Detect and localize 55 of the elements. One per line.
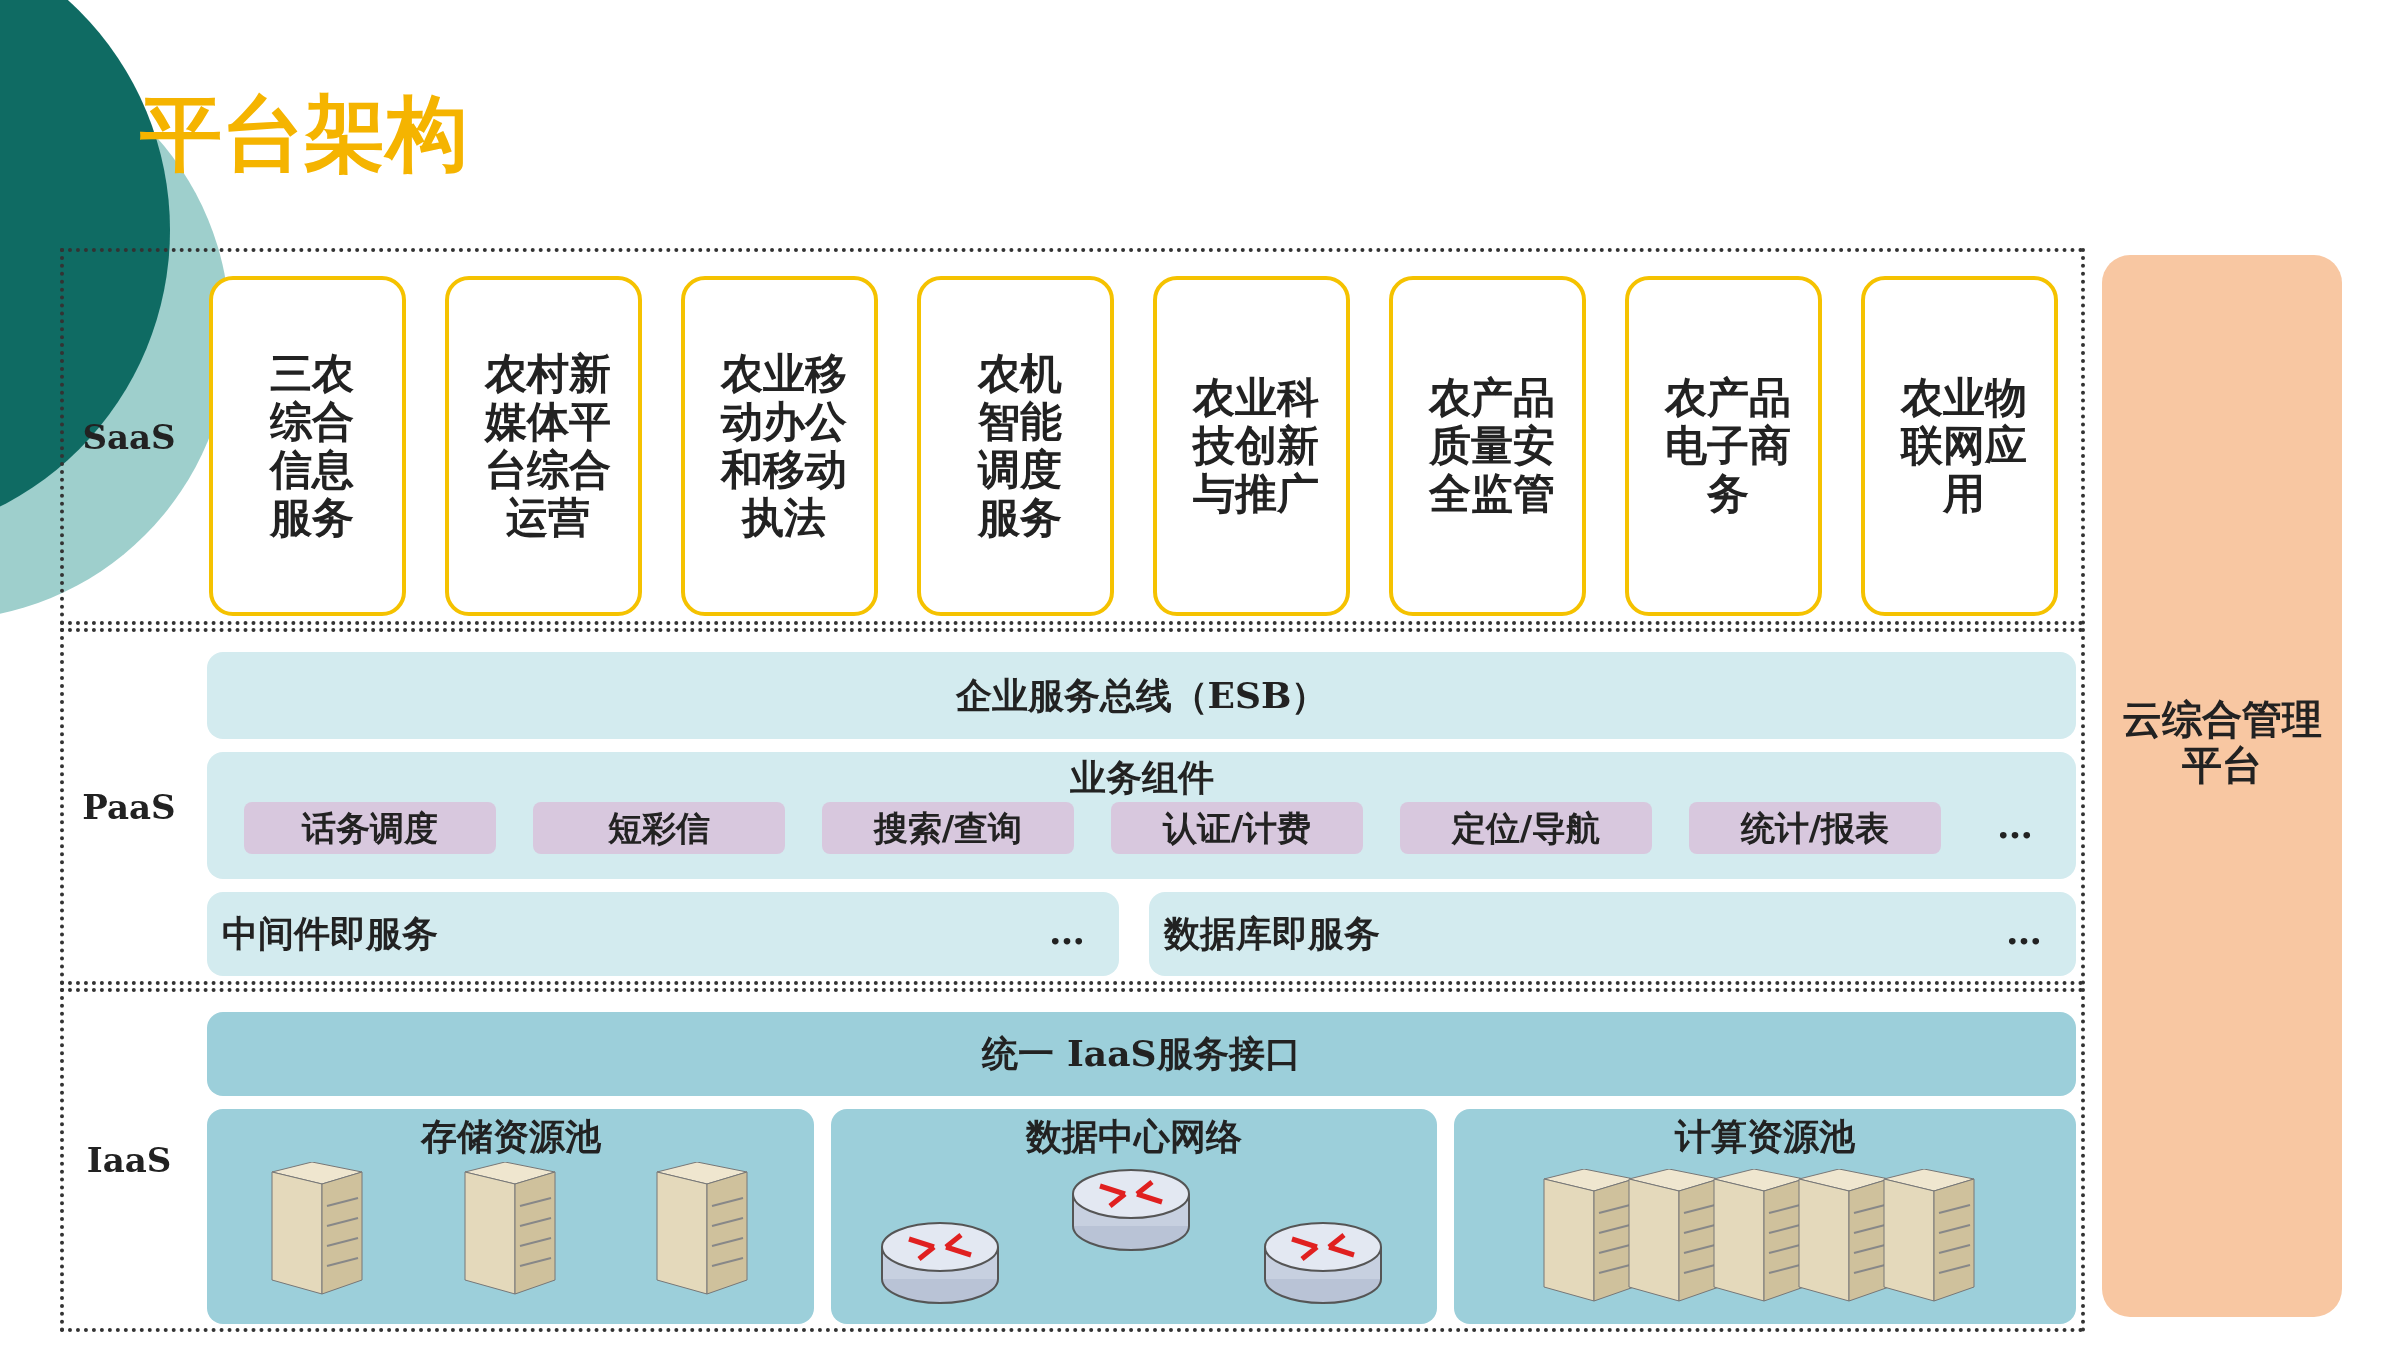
service-box: [681, 276, 878, 616]
service-label: 三农综合信息服务: [268, 350, 355, 542]
bus-bar: [207, 652, 2076, 739]
service-label: 数据库即服务: [1164, 911, 1380, 956]
service-label: 农业物联网应用: [1899, 374, 2028, 518]
service-label: 农机智能调度服务: [976, 350, 1063, 542]
bus-label: 企业服务总线（ESB）: [954, 672, 1329, 718]
layer-frame: [60, 248, 2085, 625]
service-label: 中间件即服务: [222, 911, 438, 956]
service-box: [1389, 276, 1586, 616]
service-box: [1625, 276, 1822, 616]
service-label: 农村新媒体平台综合运营: [483, 350, 612, 542]
pool-title: 数据中心网络: [1024, 1114, 1243, 1159]
ellipsis: …: [1049, 910, 1085, 952]
resource-pool-panel: [831, 1109, 1437, 1324]
panel-title: 业务组件: [1068, 755, 1215, 800]
component-tag: [1400, 802, 1652, 854]
ellipsis: …: [2006, 910, 2042, 952]
component-label: 话务调度: [300, 807, 439, 850]
layer-label: IaaS: [85, 1140, 173, 1180]
resource-pool-panel: [1454, 1109, 2076, 1324]
pool-title: 计算资源池: [1673, 1114, 1856, 1159]
ellipsis: …: [1997, 804, 2033, 846]
component-tag: [533, 802, 785, 854]
service-box: [1861, 276, 2058, 616]
component-label: 搜索/查询: [872, 807, 1024, 850]
component-panel: [207, 752, 2076, 879]
layer-label: PaaS: [81, 786, 177, 827]
layer-frame: [60, 628, 2085, 985]
service-label: 农产品电子商务: [1663, 374, 1792, 518]
component-tag: [1689, 802, 1941, 854]
component-label: 认证/计费: [1161, 807, 1313, 850]
service-box: [445, 276, 642, 616]
layer-label: SaaS: [81, 416, 177, 457]
service-box: [209, 276, 406, 616]
management-panel: [2102, 255, 2342, 1317]
component-label: 定位/导航: [1450, 807, 1602, 850]
component-label: 统计/报表: [1739, 807, 1891, 850]
pool-title: 存储资源池: [419, 1114, 602, 1159]
component-tag: [244, 802, 496, 854]
service-label: 农业移动办公和移动执法: [719, 350, 848, 542]
service-box: [917, 276, 1114, 616]
service-box: [1153, 276, 1350, 616]
management-label: 云综合管理平台: [2122, 696, 2322, 788]
component-label: 短彩信: [607, 807, 711, 850]
interface-label: 统一 IaaS服务接口: [980, 1031, 1302, 1076]
component-tag: [822, 802, 1074, 854]
service-label: 农业科技创新与推广: [1191, 374, 1320, 518]
service-label: 农产品质量安全监管: [1427, 374, 1556, 518]
service-panel: [207, 892, 1119, 976]
interface-bar: [207, 1012, 2076, 1096]
layer-frame: [60, 988, 2085, 1332]
component-tag: [1111, 802, 1363, 854]
resource-pool-panel: [207, 1109, 814, 1324]
service-panel: [1149, 892, 2076, 976]
